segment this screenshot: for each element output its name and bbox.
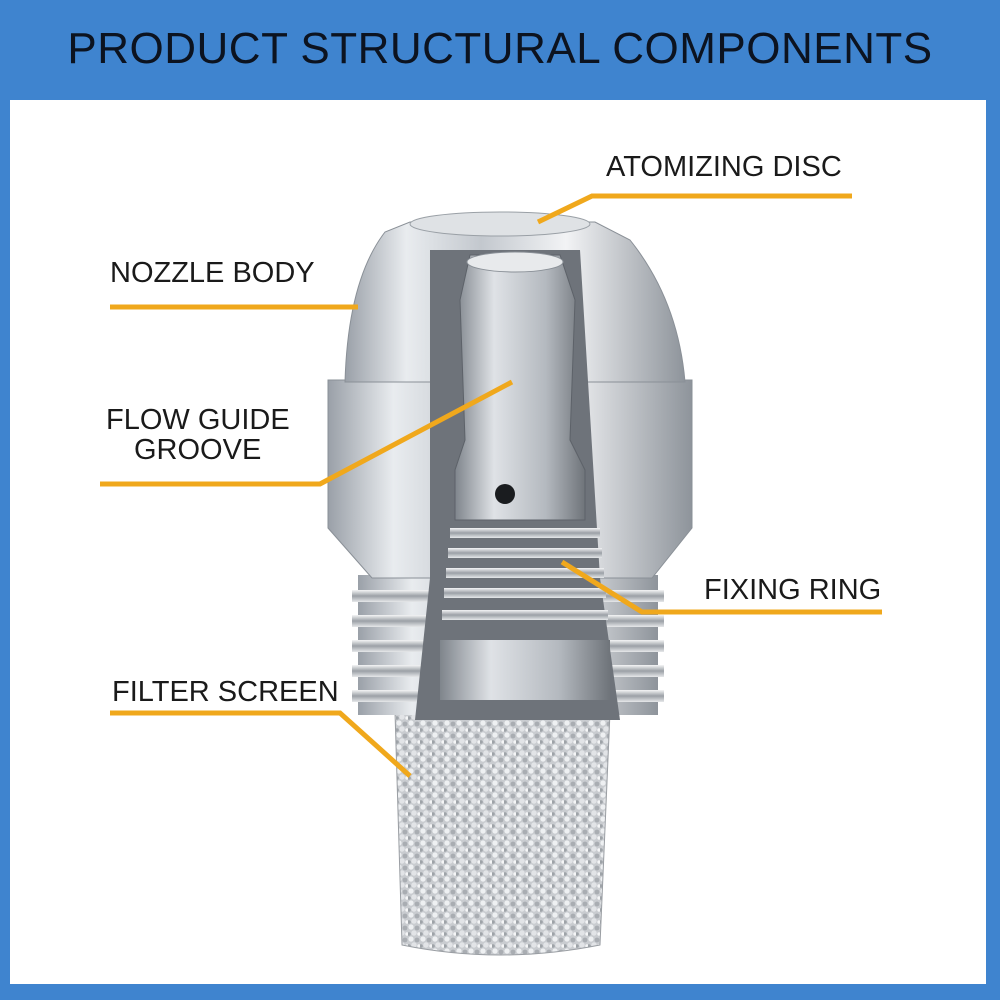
inner-core bbox=[454, 254, 586, 521]
label-flow-guide-line1: FLOW GUIDE bbox=[106, 404, 290, 436]
label-atomizing-disc: ATOMIZING DISC bbox=[606, 151, 842, 183]
label-filter-screen: FILTER SCREEN bbox=[112, 676, 339, 708]
leader-fixing-ring bbox=[560, 559, 882, 615]
header-bar: PRODUCT STRUCTURAL COMPONENTS bbox=[0, 0, 1000, 100]
page-title: PRODUCT STRUCTURAL COMPONENTS bbox=[67, 24, 933, 73]
label-fixing-ring: FIXING RING bbox=[704, 574, 882, 606]
leader-filter-screen bbox=[110, 710, 412, 778]
leader-lines bbox=[100, 193, 882, 778]
label-nozzle-body: NOZZLE BODY bbox=[110, 257, 315, 289]
label-flow-guide-line2: GROOVE bbox=[134, 434, 262, 466]
fixing-ring-threads bbox=[440, 528, 610, 700]
filter-screen-shape bbox=[394, 711, 611, 956]
leader-flow-guide bbox=[100, 379, 514, 487]
leader-atomizing-disc bbox=[536, 193, 852, 225]
